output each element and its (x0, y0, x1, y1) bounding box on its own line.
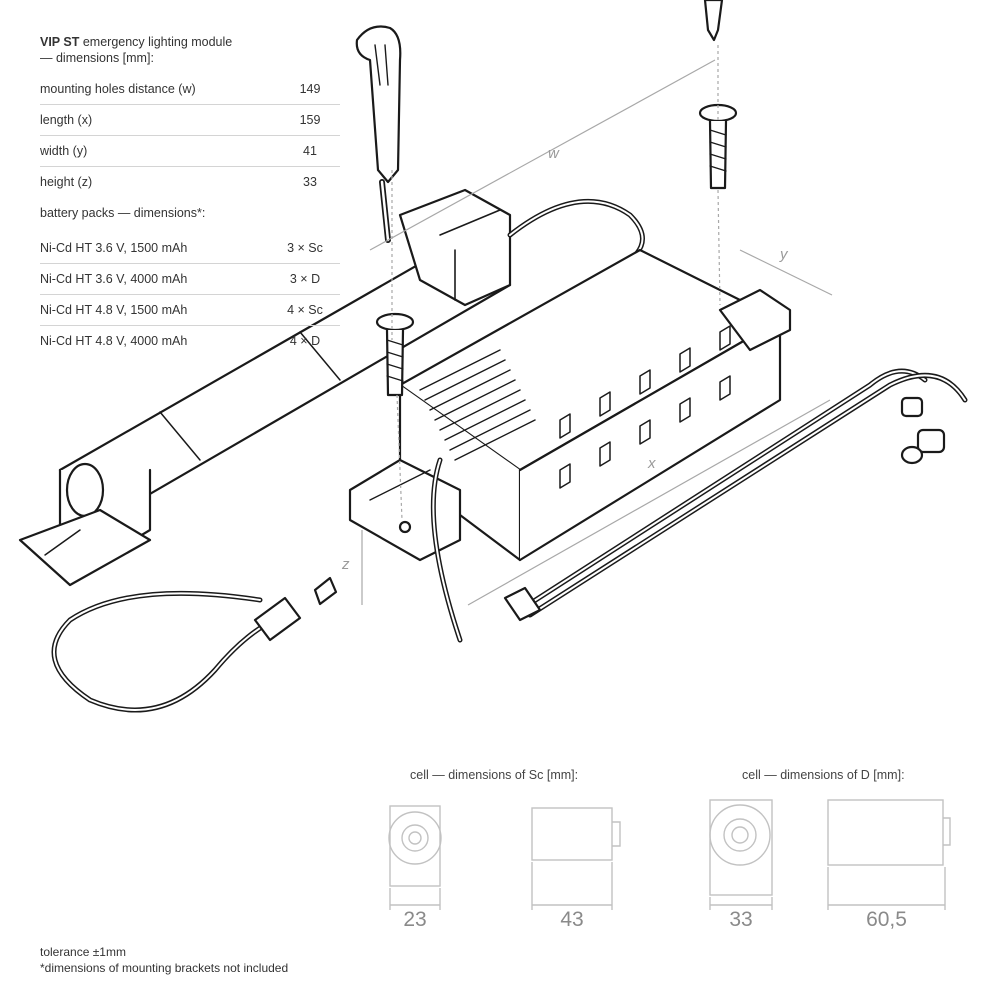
spec-row: length (x) 159 (40, 105, 340, 136)
screwdriver-left (355, 25, 402, 243)
spec-row: mounting holes distance (w) 149 (40, 74, 340, 105)
battery-title: battery packs — dimensions*: (40, 206, 206, 220)
module-title: VIP ST emergency lighting module — dimen… (40, 34, 340, 66)
battery-label: Ni-Cd HT 4.8 V, 1500 mAh (40, 303, 188, 317)
spec-value: 159 (299, 113, 321, 127)
spec-value: 41 (303, 144, 317, 158)
axis-label-x: x (648, 455, 656, 472)
module-mounting-bracket (718, 288, 792, 352)
led-output-cable (503, 368, 968, 622)
screwdriver-right (703, 0, 724, 42)
module-spec-table: VIP ST emergency lighting module — dimen… (40, 34, 340, 356)
module-subtitle: — dimensions [mm]: (40, 51, 154, 65)
d-diameter-value: 33 (729, 908, 753, 931)
spec-label: height (z) (40, 175, 93, 189)
dimension-lines (361, 45, 833, 606)
battery-pack-tube (18, 233, 512, 587)
module-title-rest: emergency lighting module (79, 35, 233, 49)
emergency-module-body (348, 248, 782, 562)
cell-outlines (388, 799, 951, 910)
battery-row: Ni-Cd HT 4.8 V, 1500 mAh 4 × Sc (40, 295, 340, 326)
spec-label: width (y) (40, 144, 88, 158)
spec-value: 149 (299, 82, 321, 96)
battery-value: 3 × Sc (287, 241, 323, 255)
sc-diameter-value: 23 (403, 908, 427, 931)
battery-value: 4 × D (289, 334, 321, 348)
notes: tolerance ±1mm *dimensions of mounting b… (40, 944, 288, 976)
battery-label: Ni-Cd HT 3.6 V, 4000 mAh (40, 272, 188, 286)
mounting-screw-left (375, 312, 415, 397)
battery-row: Ni-Cd HT 4.8 V, 4000 mAh 4 × D (40, 326, 340, 356)
battery-label: Ni-Cd HT 4.8 V, 4000 mAh (40, 334, 188, 348)
d-cell-caption: cell — dimensions of D [mm]: (742, 768, 905, 782)
spec-value: 33 (303, 175, 317, 189)
spec-row: width (y) 41 (40, 136, 340, 167)
axis-label-w: w (548, 145, 559, 162)
spec-row: height (z) 33 (40, 167, 340, 197)
footnote: *dimensions of mounting brackets not inc… (40, 961, 289, 975)
spec-label: length (x) (40, 113, 93, 127)
d-length-value: 60,5 (866, 908, 907, 931)
battery-value: 3 × D (289, 272, 321, 286)
axis-label-z: z (342, 556, 350, 573)
battery-row: Ni-Cd HT 3.6 V, 1500 mAh 3 × Sc (40, 233, 340, 264)
battery-value: 4 × Sc (287, 303, 323, 317)
tolerance-note: tolerance ±1mm (40, 945, 126, 959)
axis-label-y: y (780, 246, 788, 263)
test-switch-cable (51, 576, 338, 713)
sc-cell-caption: cell — dimensions of Sc [mm]: (410, 768, 579, 782)
module-name: VIP ST (40, 35, 80, 49)
sc-length-value: 43 (560, 908, 584, 931)
spec-label: mounting holes distance (w) (40, 82, 196, 96)
battery-row: Ni-Cd HT 3.6 V, 4000 mAh 3 × D (40, 264, 340, 295)
battery-label: Ni-Cd HT 3.6 V, 1500 mAh (40, 241, 188, 255)
